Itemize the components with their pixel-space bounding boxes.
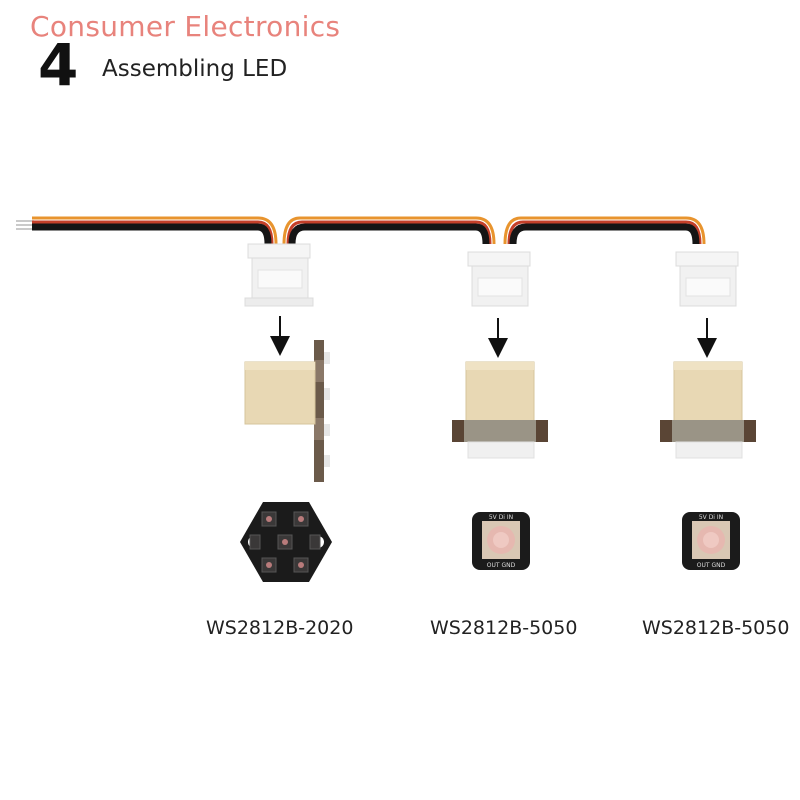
module-label-5050-1: WS2812B-5050 [430,617,578,639]
pcb-text-top: 5V Di IN [489,514,513,521]
module-label-2020: WS2812B-2020 [206,617,354,639]
pcb-text-bottom: OUT GND [487,562,516,569]
pcb-text-bottom: OUT GND [697,562,726,569]
led-board-2020 [240,502,332,582]
wire-segment-1 [32,216,278,245]
header-module-3 [660,361,756,459]
step-title: Assembling LED [102,56,288,82]
pcb-text-top: 5V Di IN [699,514,723,521]
module-label-5050-2: WS2812B-5050 [642,617,790,639]
connector-3 [675,251,739,307]
header-module-1 [244,340,330,482]
step-number: 4 [38,31,79,99]
wire-segment-2 [282,216,496,245]
brand-title: Consumer Electronics [30,10,341,43]
led-board-5050-1: 5V Di IN OUT GND [472,512,530,570]
connector-2 [467,251,531,307]
wire-segment-3 [503,216,706,245]
wire-stripped-end [16,220,34,230]
connector-1 [244,243,314,307]
wire-harness [16,216,706,245]
led-board-5050-2: 5V Di IN OUT GND [682,512,740,570]
header-module-2 [452,361,548,459]
